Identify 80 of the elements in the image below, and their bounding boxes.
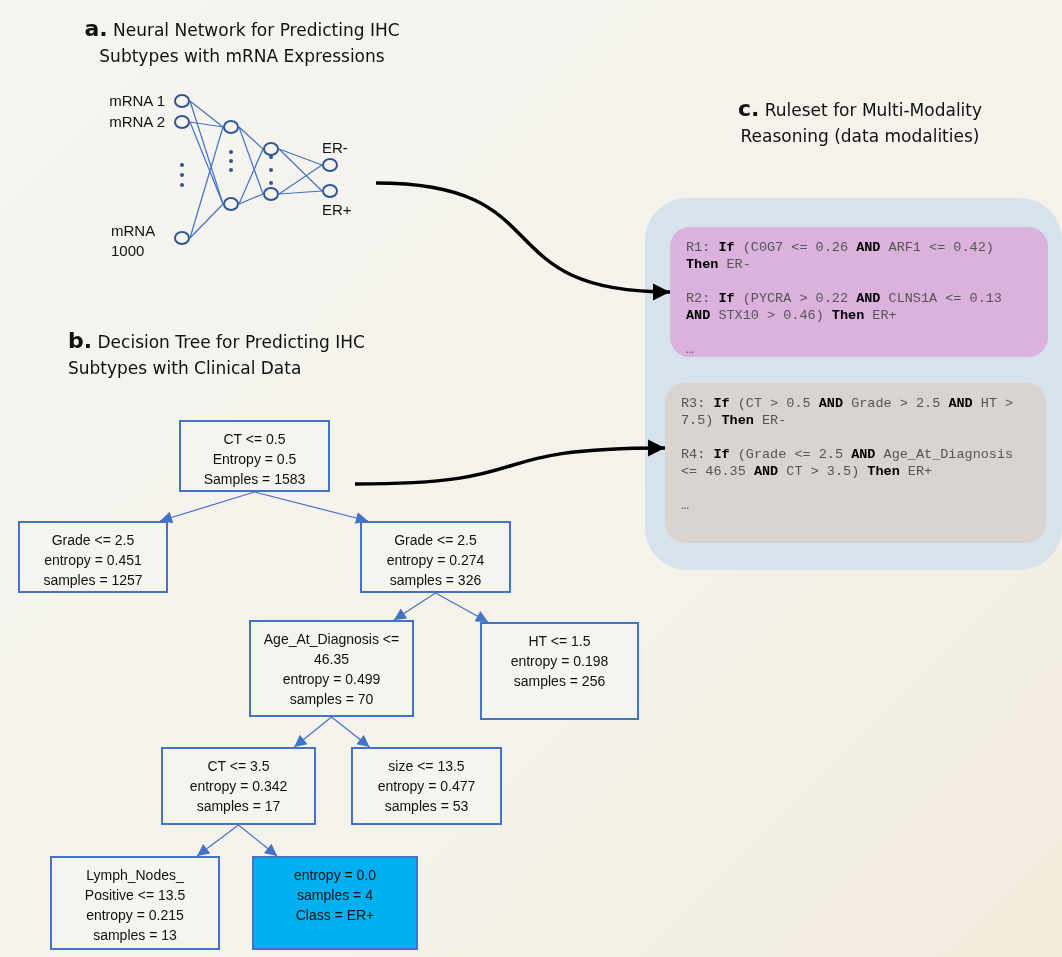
connector-line <box>189 121 224 128</box>
arrow <box>375 181 671 300</box>
neuron-circle <box>263 142 279 156</box>
neuron-circle <box>322 158 338 172</box>
output-label: ER- <box>322 138 348 158</box>
connector-line <box>189 121 224 205</box>
output-label: ER+ <box>322 200 352 220</box>
neuron-circle <box>223 120 239 134</box>
connector-line <box>278 148 323 192</box>
node-text: samples = 70 <box>289 690 374 709</box>
arrow <box>253 491 369 524</box>
connector-line <box>238 193 264 205</box>
arrow <box>393 592 437 621</box>
node-text: entropy = 0.215 <box>86 906 184 925</box>
leaf-node-box <box>252 856 418 950</box>
arrow <box>354 439 666 486</box>
rule-text: R1: If (C0G7 <= 0.26 AND ARF1 <= 0.42) Then ER- <box>686 239 995 273</box>
arrow <box>434 592 489 623</box>
node-text: samples = 256 <box>513 672 606 691</box>
node-text: entropy = 0.342 <box>189 777 288 796</box>
connector-line <box>238 126 264 150</box>
rule-text: R4: If (Grade <= 2.5 AND Age_At_Diagnosis <= 46.35 AND CT > 3.5) Then ER+ <box>681 446 1015 480</box>
node-text: Grade <= 2.5 <box>394 531 477 550</box>
connector-line <box>278 148 323 166</box>
neuron-circle <box>223 197 239 211</box>
connector-line <box>189 203 224 239</box>
node-text: CT <= 0.5 <box>223 430 286 449</box>
arrow <box>196 824 240 857</box>
node-text: entropy = 0.198 <box>510 652 609 671</box>
arrow <box>237 824 278 857</box>
node-text: Samples = 1583 <box>203 470 306 489</box>
neuron-circle <box>174 94 190 108</box>
node-text: samples = 53 <box>384 797 469 816</box>
node-text: samples = 326 <box>389 571 482 590</box>
tree-node-box <box>18 521 168 593</box>
node-text: Grade <= 2.5 <box>51 531 135 550</box>
rule-text: … <box>686 341 696 358</box>
node-text: size <= 13.5 <box>388 757 465 776</box>
tree-node-box <box>480 622 639 720</box>
node-text: Entropy = 0.5 <box>212 450 297 469</box>
neuron-circle <box>174 115 190 129</box>
tree-node-box <box>351 747 502 825</box>
rule-text: R2: If (PYCRA > 0.22 AND CLNS1A <= 0.13 AND STX10 > 0.46) Then ER+ <box>686 290 1003 324</box>
node-text: entropy = 0.0 <box>293 866 377 885</box>
node-text: entropy = 0.477 <box>377 777 476 796</box>
node-text: samples = 17 <box>196 797 281 816</box>
arrow <box>293 716 333 748</box>
neuron-circle <box>174 231 190 245</box>
node-text: samples = 13 <box>93 926 177 945</box>
tree-node-box <box>179 420 330 492</box>
node-text: CT <= 3.5 <box>207 757 270 776</box>
node-text: samples = 1257 <box>43 571 143 590</box>
connector-line <box>278 190 323 195</box>
node-text: samples = 4 <box>297 886 373 905</box>
connector-line <box>189 126 224 239</box>
connector-line <box>189 100 224 128</box>
tree-node-box <box>360 521 511 593</box>
input-label: mRNA 2 <box>109 112 165 132</box>
tree-node-box <box>50 856 220 950</box>
node-text: entropy = 0.451 <box>44 551 142 570</box>
tree-node-box <box>161 747 316 825</box>
tree-node-box <box>249 620 414 717</box>
panel-heading: c. Ruleset for Multi-Modality Reasoning (data modalities) <box>736 96 984 148</box>
neuron-circle <box>322 184 338 198</box>
node-text: Class = ER+ <box>295 906 375 925</box>
node-text: entropy = 0.499 <box>282 670 381 689</box>
connector-line <box>238 126 264 195</box>
node-text: entropy = 0.274 <box>386 551 485 570</box>
input-label: mRNA 1 <box>109 91 165 111</box>
input-label: mRNA 1000 <box>111 221 156 261</box>
section-heading: b. Decision Tree for Predicting IHC Subtypes with Clinical Data <box>68 328 366 380</box>
section-heading: a. Neural Network for Predicting IHC Subtypes with mRNA Expressions <box>83 16 401 68</box>
connector-line <box>238 148 264 205</box>
rule-text: R3: If (CT > 0.5 AND Grade > 2.5 AND HT > 7.5) Then ER- <box>681 395 1015 429</box>
neuron-circle <box>263 187 279 201</box>
rule-text: … <box>681 497 691 514</box>
node-text: HT <= 1.5 <box>528 632 591 651</box>
connector-line <box>278 164 323 195</box>
arrow <box>159 491 256 524</box>
arrow <box>330 716 371 748</box>
